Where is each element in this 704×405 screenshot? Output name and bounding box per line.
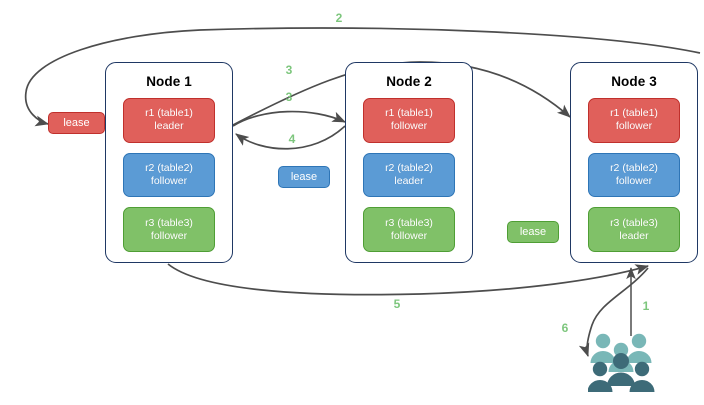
- node-card-1[interactable]: Node 1 r1 (table1) leader r2 (table2) fo…: [105, 62, 233, 263]
- step-label-3-node3: 3: [285, 63, 293, 77]
- replica-name: r3 (table3): [610, 216, 658, 229]
- replica-r1[interactable]: r1 (table1) leader: [123, 98, 215, 143]
- replica-r3[interactable]: r3 (table3) leader: [588, 207, 680, 253]
- step-label-3-node2: 3: [285, 90, 293, 104]
- node-card-3[interactable]: Node 3 r1 (table1) follower r2 (table2) …: [570, 62, 698, 263]
- arrow-step-3-to-node2: [232, 110, 346, 127]
- step-label-6: 6: [561, 321, 569, 335]
- replica-name: r2 (table2): [385, 162, 433, 174]
- node-card-2[interactable]: Node 2 r1 (table1) follower r2 (table2) …: [345, 62, 473, 263]
- lease-tag-blue[interactable]: lease: [278, 166, 330, 188]
- replica-role: follower: [615, 120, 653, 133]
- replica-role: follower: [150, 175, 188, 187]
- replica-r1[interactable]: r1 (table1) follower: [588, 98, 680, 143]
- lease-tag-red[interactable]: lease: [48, 112, 105, 134]
- replica-role: follower: [150, 229, 188, 242]
- replica-name: r3 (table3): [385, 216, 433, 229]
- replica-role: leader: [619, 229, 649, 242]
- replica-name: r1 (table1): [385, 107, 433, 120]
- replica-role: leader: [154, 120, 184, 133]
- replica-name: r3 (table3): [145, 216, 193, 229]
- node-title: Node 3: [611, 74, 657, 89]
- replica-role: follower: [615, 175, 653, 187]
- replica-r2[interactable]: r2 (table2) follower: [123, 152, 215, 198]
- replica-name: r1 (table1): [610, 107, 658, 120]
- replica-r3[interactable]: r3 (table3) follower: [363, 207, 455, 253]
- step-label-1: 1: [642, 299, 650, 313]
- replica-r2[interactable]: r2 (table2) follower: [588, 152, 680, 198]
- step-label-4: 4: [288, 132, 296, 146]
- users-group-icon: [588, 333, 655, 392]
- node-title: Node 2: [386, 74, 432, 89]
- replica-r2[interactable]: r2 (table2) leader: [363, 152, 455, 198]
- lease-tag-green[interactable]: lease: [507, 221, 559, 243]
- replica-name: r1 (table1): [145, 107, 193, 120]
- replica-name: r2 (table2): [610, 162, 658, 174]
- arrow-step-5: [167, 263, 649, 296]
- replica-r1[interactable]: r1 (table1) follower: [363, 98, 455, 143]
- replica-role: follower: [390, 120, 428, 133]
- replica-r3[interactable]: r3 (table3) follower: [123, 207, 215, 253]
- replica-name: r2 (table2): [145, 162, 193, 174]
- step-label-5: 5: [393, 297, 401, 311]
- replica-role: follower: [390, 229, 428, 242]
- node-title: Node 1: [146, 74, 192, 89]
- replica-role: leader: [394, 175, 424, 187]
- step-label-2: 2: [335, 11, 343, 25]
